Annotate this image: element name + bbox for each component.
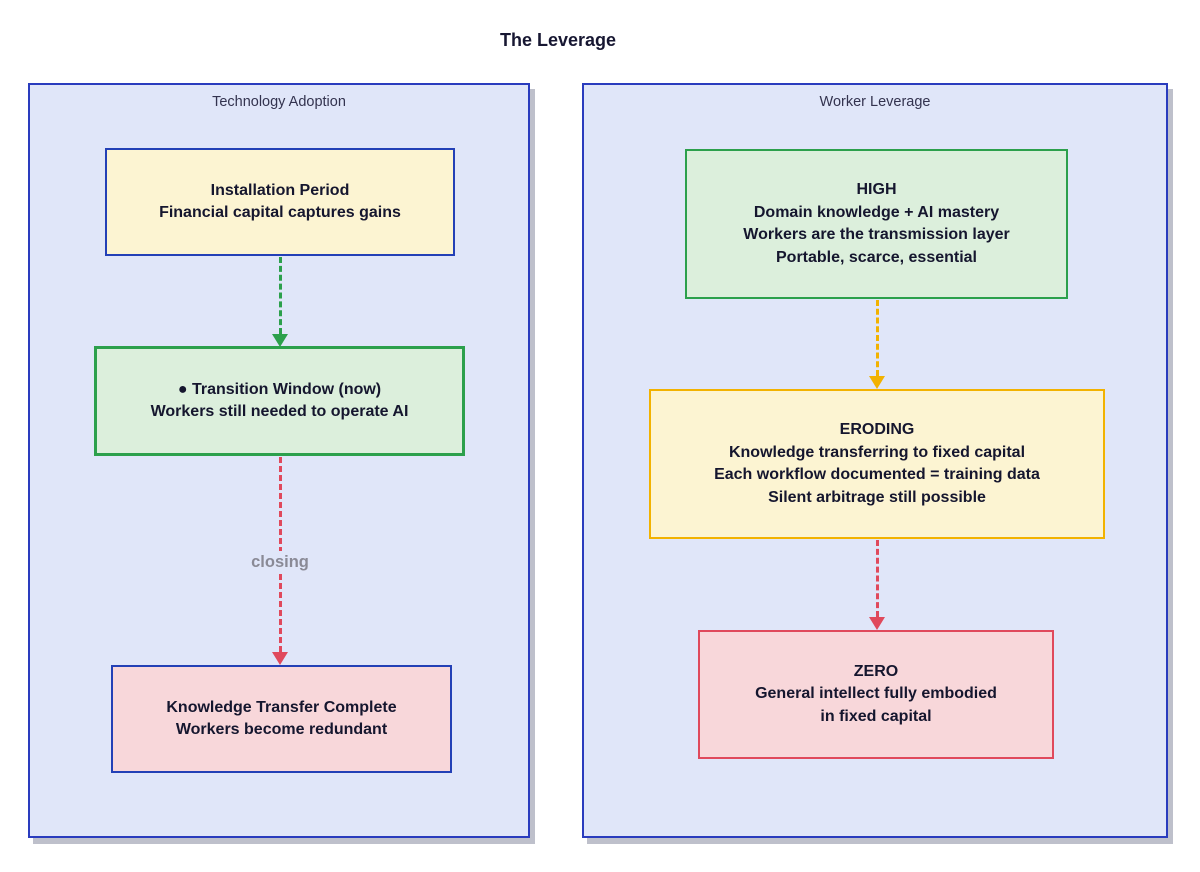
node-text-line: in fixed capital: [820, 707, 932, 725]
edge-label-closing: closing: [242, 551, 318, 574]
node-text-line: Financial capital captures gains: [159, 204, 401, 221]
edge-eroding-to-zero: [868, 540, 886, 630]
node-leverage-zero: ZERO General intellect fully embodied in…: [698, 630, 1054, 759]
arrowhead-down-icon: [869, 376, 885, 389]
node-text-line: Each workflow documented = training data: [714, 466, 1040, 483]
node-text-line: Workers are the transmission layer: [743, 226, 1010, 243]
node-text-line: Workers become redundant: [175, 721, 388, 738]
edge-high-to-eroding: [868, 300, 886, 389]
node-text-line: General intellect fully embodied: [755, 685, 997, 703]
edge-transition-to-knowledge-transfer: closing: [242, 457, 318, 665]
node-leverage-eroding: ERODING Knowledge transferring to fixed …: [649, 389, 1105, 539]
arrowhead-down-icon: [272, 652, 288, 665]
node-text-line: ERODING: [839, 421, 915, 438]
subgraph-technology-adoption: Technology Adoption Installation Period …: [28, 83, 530, 838]
diagram-title: The Leverage: [499, 30, 617, 50]
node-text-line: Portable, scarce, essential: [776, 248, 977, 266]
node-text-line: ● Transition Window (now): [177, 380, 382, 398]
node-leverage-high: HIGH Domain knowledge + AI mastery Worke…: [685, 149, 1068, 299]
node-knowledge-transfer-complete: Knowledge Transfer Complete Workers beco…: [111, 665, 452, 773]
subgraph-worker-leverage: Worker Leverage HIGH Domain knowledge + …: [582, 83, 1168, 838]
node-transition-window: ● Transition Window (now) Workers still …: [94, 346, 465, 456]
subgraph-technology-adoption-title: Technology Adoption: [212, 94, 346, 110]
edge-installation-to-transition: [271, 257, 289, 347]
node-text-line: Installation Period: [210, 181, 350, 199]
node-text-line: Knowledge transferring to fixed capital: [728, 443, 1026, 461]
node-text-line: Workers still needed to operate AI: [150, 403, 409, 420]
subgraph-worker-leverage-title: Worker Leverage: [819, 94, 931, 110]
edge-dashed-line: [875, 540, 879, 617]
edge-dashed-line: [278, 257, 282, 334]
node-text-line: ZERO: [853, 662, 899, 680]
node-text-line: Silent arbitrage still possible: [768, 488, 986, 506]
arrowhead-down-icon: [272, 334, 288, 347]
node-text-line: HIGH: [856, 181, 897, 198]
node-text-line: Domain knowledge + AI mastery: [753, 203, 1000, 221]
node-text-line: Knowledge Transfer Complete: [166, 698, 397, 716]
edge-dashed-line: [875, 300, 879, 376]
node-installation-period: Installation Period Financial capital ca…: [105, 148, 455, 256]
arrowhead-down-icon: [869, 617, 885, 630]
